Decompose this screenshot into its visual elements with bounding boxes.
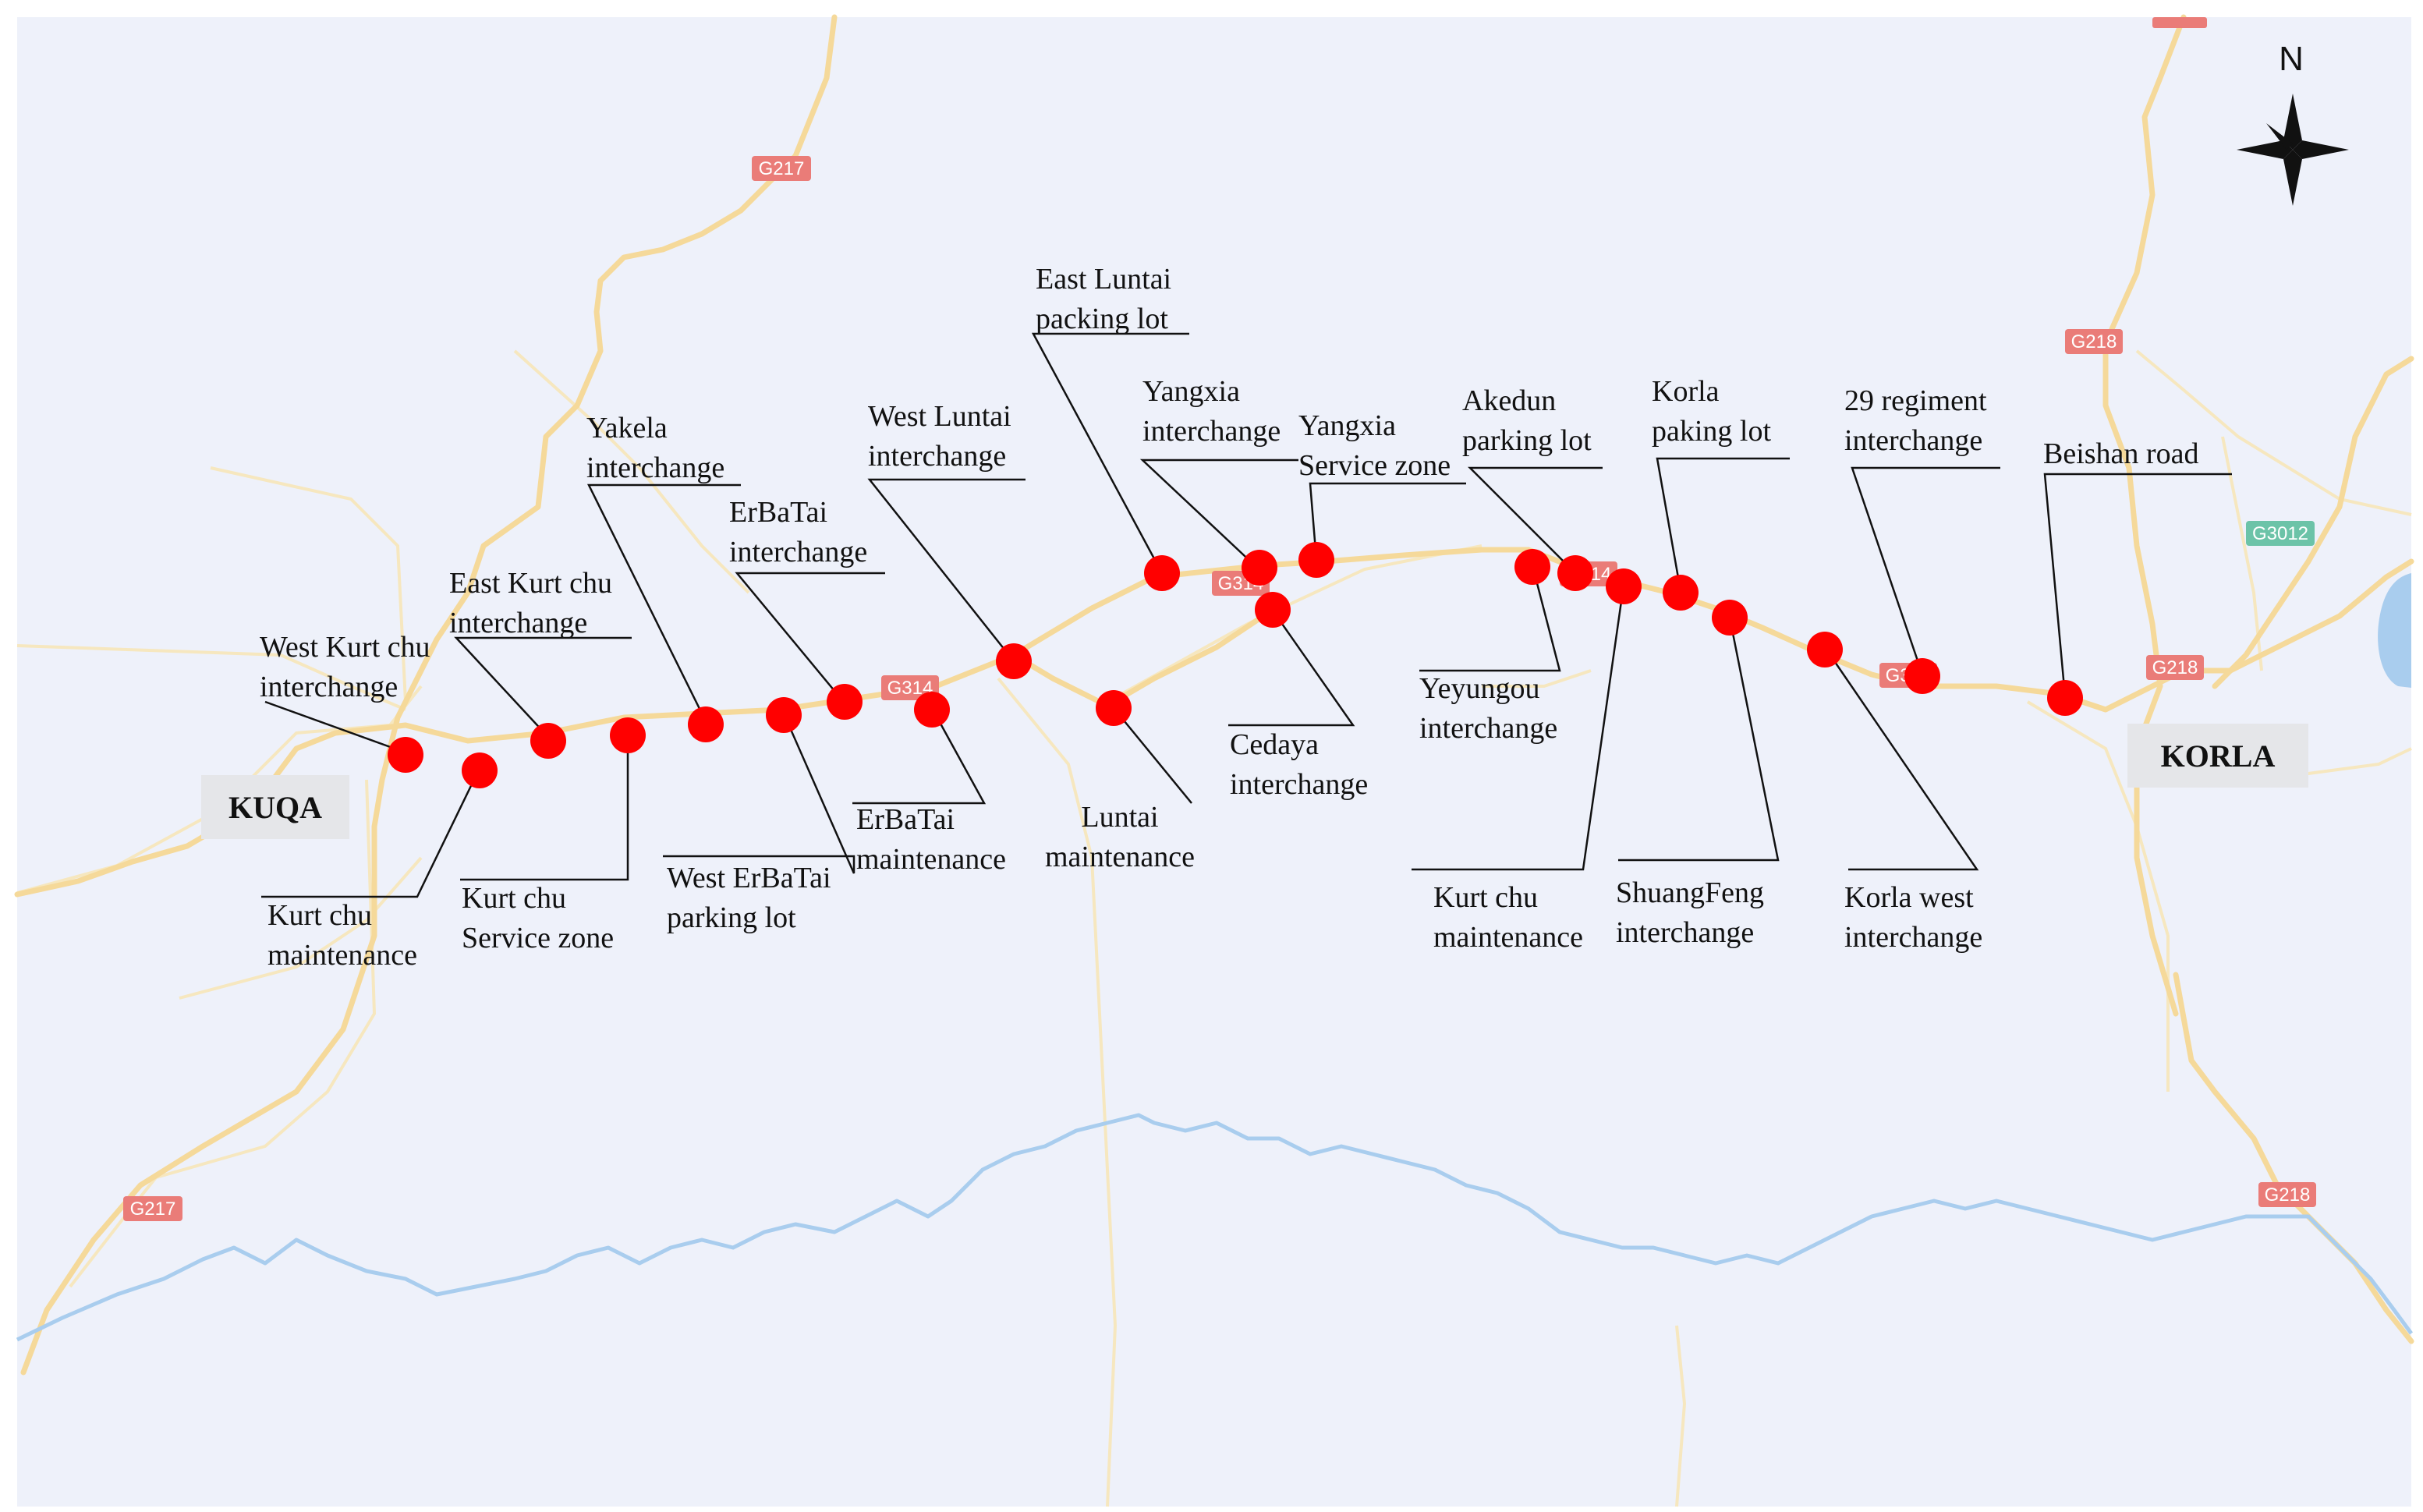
stop-yangxia-interchange: [1242, 550, 1277, 586]
svg-text:KORLA: KORLA: [2161, 738, 2276, 774]
leader-lines: [261, 332, 2232, 898]
road-g218: [2102, 14, 2187, 1017]
svg-text:N: N: [2279, 40, 2304, 78]
stop-west-luntai-interchange: [996, 643, 1032, 679]
city-korla: KORLA: [2127, 724, 2308, 788]
shield-g218-c: G218: [2258, 1182, 2316, 1207]
svg-text:KUQA: KUQA: [228, 790, 322, 825]
stop-kurt-chu-maintenance-west: [462, 752, 498, 788]
svg-text:G217: G217: [130, 1199, 176, 1220]
svg-text:G217: G217: [759, 158, 805, 179]
shield-g217-top: G217: [752, 156, 811, 181]
stop-east-kurt-chu-interchange: [530, 723, 566, 759]
road-g3012: [2212, 356, 2414, 689]
stop-kurt-chu-maintenance-east: [1606, 568, 1642, 604]
stop-east-luntai-packing-lot: [1144, 555, 1180, 591]
stop-erbatai-maintenance: [914, 692, 950, 728]
shield-g3012: G3012: [2246, 521, 2315, 546]
stop-beishan-road: [2047, 680, 2083, 716]
stop-korla-west-interchange: [1807, 632, 1843, 667]
road-g314: [14, 547, 2414, 898]
stop-yangxia-service-zone: [1298, 542, 1334, 578]
stop-cedaya-interchange: [1255, 592, 1291, 628]
north-arrow: N: [2237, 40, 2349, 206]
svg-text:G218: G218: [2152, 657, 2198, 678]
stop-markers: [388, 542, 2083, 788]
svg-text:G3012: G3012: [2252, 523, 2308, 544]
svg-text:G218: G218: [2071, 331, 2117, 352]
svg-text:G218: G218: [2265, 1184, 2311, 1206]
stop-yeyungou-interchange: [1514, 549, 1550, 585]
road-g217: [20, 14, 838, 1376]
stop-kurt-chu-service-zone: [610, 717, 646, 753]
stop-shuangfeng-interchange: [1712, 600, 1748, 636]
stop-korla-paking-lot: [1663, 575, 1699, 611]
stop-yakela-interchange: [688, 706, 724, 742]
main-roads: [14, 14, 2414, 1376]
shield-g218-a: G218: [2065, 329, 2123, 354]
lake: [2378, 573, 2411, 688]
map-background: [17, 17, 2411, 1507]
shield-g218-b: G218: [2146, 655, 2204, 680]
shield-g217-bottom: G217: [123, 1196, 182, 1221]
stop-29-regiment-interchange: [1904, 658, 1940, 694]
river: [16, 1113, 2414, 1342]
minor-roads: [16, 349, 2412, 1507]
city-kuqa: KUQA: [201, 775, 349, 839]
stop-erbatai-interchange: [827, 684, 863, 720]
stop-west-kurt-chu-interchange: [388, 737, 423, 773]
stop-west-erbatai-parking-lot: [766, 697, 802, 733]
stop-luntai-maintenance: [1096, 690, 1132, 726]
stop-akedun-parking-lot: [1557, 555, 1593, 591]
label-beishan-road: Beishan road: [2043, 437, 2198, 470]
